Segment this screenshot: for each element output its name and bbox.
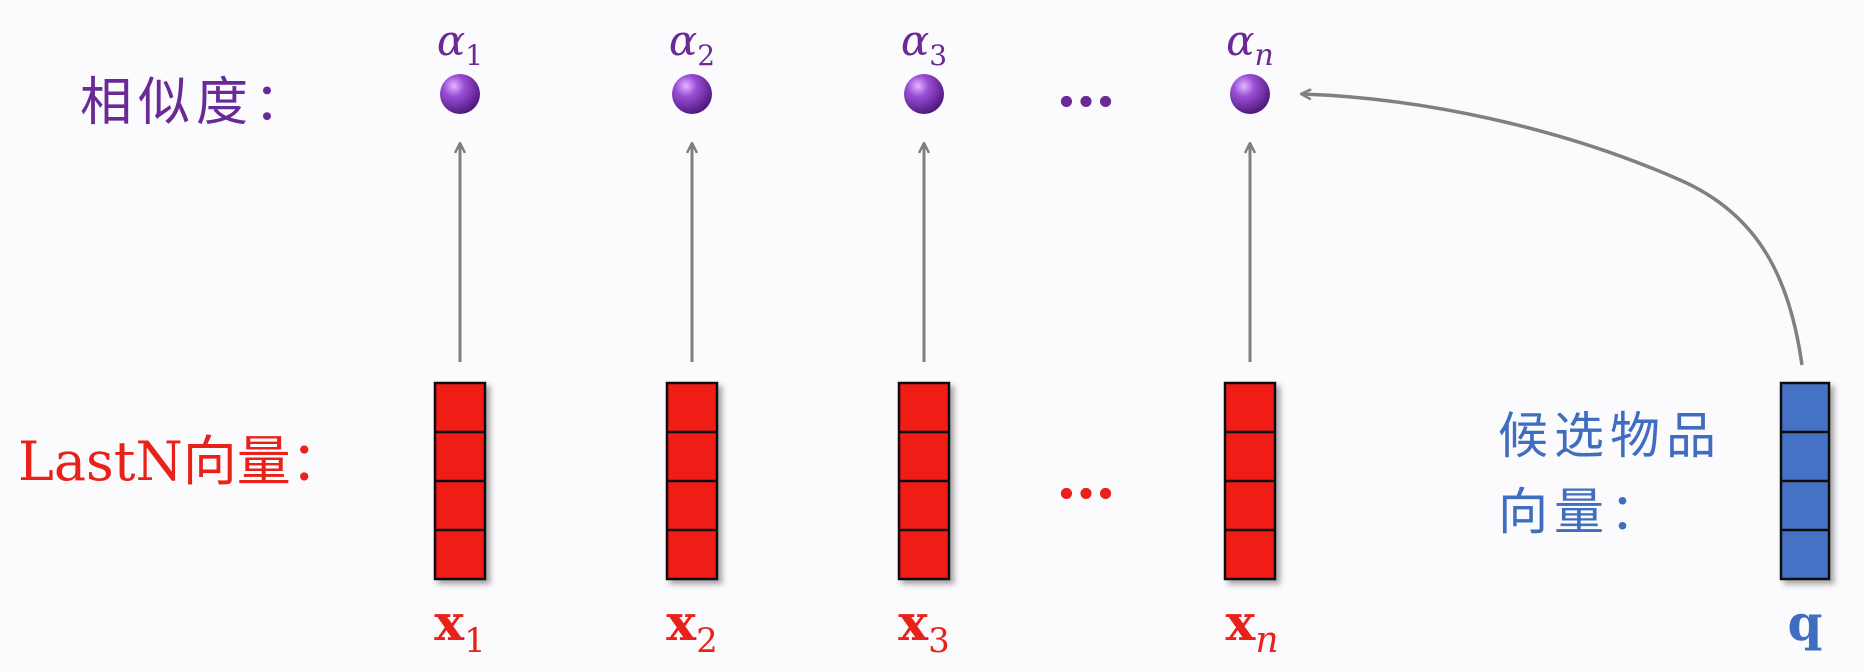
candidate-to-alpha-n-arrow — [1302, 94, 1804, 366]
lastn-vector-label: LastN向量： — [18, 430, 345, 493]
similarity-ball-n — [1230, 74, 1270, 114]
alpha-3-label: α3 — [901, 16, 947, 72]
lastn-vector-2 — [665, 381, 719, 581]
alpha-2-label: α2 — [669, 16, 715, 72]
lastn-vector-1 — [433, 381, 487, 581]
similarity-ellipsis: … — [1056, 51, 1116, 121]
x-1-label: x1 — [434, 593, 485, 661]
similarity-label: 相似度： — [80, 73, 313, 133]
candidate-vector — [1779, 381, 1831, 581]
q-label: q — [1788, 593, 1823, 652]
alpha-1-label: α1 — [437, 16, 483, 72]
x-2-label: x2 — [666, 593, 717, 661]
similarity-ball-3 — [904, 74, 944, 114]
vector-ellipsis: … — [1056, 443, 1116, 513]
x-3-label: x3 — [898, 593, 949, 661]
alpha-n-label: αn — [1226, 16, 1274, 73]
lastn-vector-n — [1223, 381, 1277, 581]
candidate-label-line1: 候选物品 — [1498, 407, 1722, 465]
x-n-label: xn — [1226, 593, 1279, 661]
column-2: α2 x2 — [665, 16, 719, 661]
lastn-vector-3 — [897, 381, 951, 581]
similarity-ball-1 — [440, 74, 480, 114]
similarity-ball-2 — [672, 74, 712, 114]
column-1: α1 x1 — [433, 16, 487, 661]
column-n: αn xn — [1223, 16, 1279, 661]
column-3: α3 x3 — [897, 16, 951, 661]
candidate-item-label: 候选物品 向量： — [1498, 398, 1722, 550]
candidate-label-line2: 向量： — [1498, 483, 1666, 541]
